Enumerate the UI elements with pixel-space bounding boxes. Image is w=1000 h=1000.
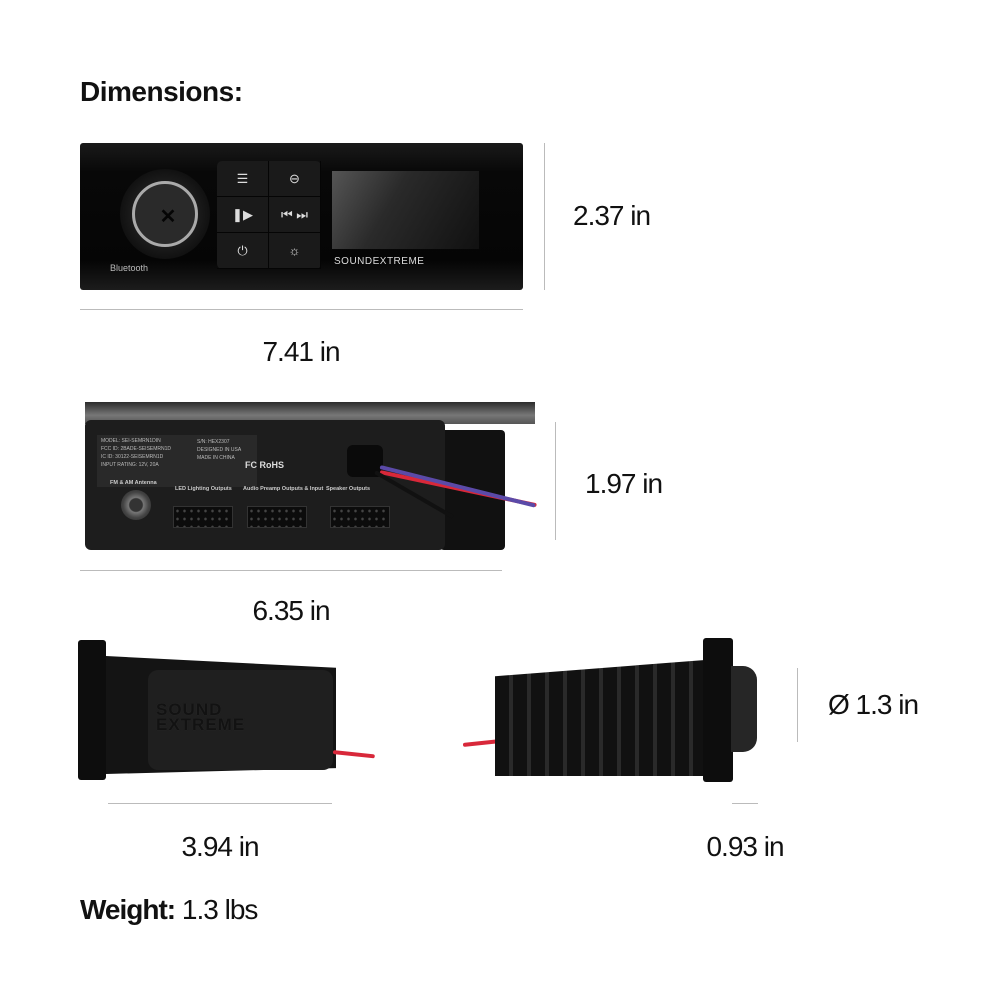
faceplate-edge <box>78 640 106 780</box>
dimensions-heading: Dimensions: <box>80 76 243 107</box>
red-wire <box>332 750 375 759</box>
brand-logo: SOUNDEXTREME <box>334 256 425 267</box>
play-pause-icon: ❚▶ <box>217 197 269 233</box>
sound-extreme-logo: SOUND EXTREME <box>156 700 246 734</box>
diameter-line <box>797 668 798 742</box>
label-ic: IC ID: 30122-SEISEMRN1D <box>101 454 164 460</box>
front-height-label: 2.37 in <box>573 200 651 231</box>
rear-view-image: MODEL: SEI-SEMRN1DIN FCC ID: 2BADE-SEISE… <box>85 420 445 550</box>
rear-height-label: 1.97 in <box>585 468 663 499</box>
menu-icon: ☰ <box>217 161 269 197</box>
antenna-port <box>121 490 151 520</box>
height-line <box>555 422 556 540</box>
knob-depth-label: 0.93 in <box>706 831 784 862</box>
depth-line <box>108 803 332 804</box>
width-line <box>80 570 502 571</box>
logo-panel <box>148 670 333 770</box>
front-view-image: ✕ Bluetooth ☰ ⊖ ❚▶ ⏮ ⏭ ⏻ ☼ SOUNDEXTREME <box>80 143 523 290</box>
display-screen <box>332 171 479 249</box>
side-view-image: SOUND EXTREME <box>78 638 375 782</box>
height-line <box>544 143 545 290</box>
weight-line: Weight: 1.3 lbs <box>80 894 258 926</box>
speaker-connector <box>330 506 390 528</box>
width-line <box>80 309 523 310</box>
brightness-icon: ☼ <box>269 233 321 269</box>
label-fcc: FCC ID: 2BADE-SEISEMRN1D <box>101 446 172 452</box>
knob-diameter-label: Ø 1.3 in <box>828 689 919 720</box>
weight-value: 1.3 lbs <box>181 894 258 925</box>
x-logo-icon: ✕ <box>159 206 177 228</box>
side-view-heatsink-image <box>462 638 760 782</box>
label-designed: DESIGNED IN USA <box>197 447 242 453</box>
knob-ring: ✕ <box>132 181 198 247</box>
cert-marks: FC RoHS <box>245 460 284 470</box>
weight-label: Weight: <box>80 894 176 925</box>
faceplate-edge <box>703 638 733 782</box>
heatsink-fins <box>495 660 705 776</box>
source-icon: ⊖ <box>269 161 321 197</box>
label-model: MODEL: SEI-SEMRN1DIN <box>101 438 161 444</box>
product-label: MODEL: SEI-SEMRN1DIN FCC ID: 2BADE-SEISE… <box>97 435 257 487</box>
heatsink-top <box>85 402 535 424</box>
bluetooth-text: Bluetooth <box>110 263 149 273</box>
knob-profile <box>731 666 757 752</box>
knob-depth-line <box>732 803 758 804</box>
depth-label: 3.94 in <box>181 831 259 862</box>
label-made: MADE IN CHINA <box>197 455 235 461</box>
power-icon: ⏻ <box>217 233 269 269</box>
led-connector <box>173 506 233 528</box>
port-label-led: LED Lighting Outputs <box>175 486 232 492</box>
port-label-speaker: Speaker Outputs <box>326 486 371 492</box>
rear-width-label: 6.35 in <box>252 595 330 626</box>
front-width-label: 7.41 in <box>262 336 340 367</box>
button-pad: ☰ ⊖ ❚▶ ⏮ ⏭ ⏻ ☼ <box>217 161 321 269</box>
label-input: INPUT RATING: 12V, 20A <box>101 462 159 468</box>
preamp-connector <box>247 506 307 528</box>
port-label-antenna: FM & AM Antenna <box>110 480 157 486</box>
label-serial: S/N: HEX2307 <box>197 439 230 445</box>
port-label-preamp: Audio Preamp Outputs & Input <box>243 486 324 492</box>
volume-knob: ✕ <box>120 169 210 259</box>
skip-icon: ⏮ ⏭ <box>269 197 321 233</box>
